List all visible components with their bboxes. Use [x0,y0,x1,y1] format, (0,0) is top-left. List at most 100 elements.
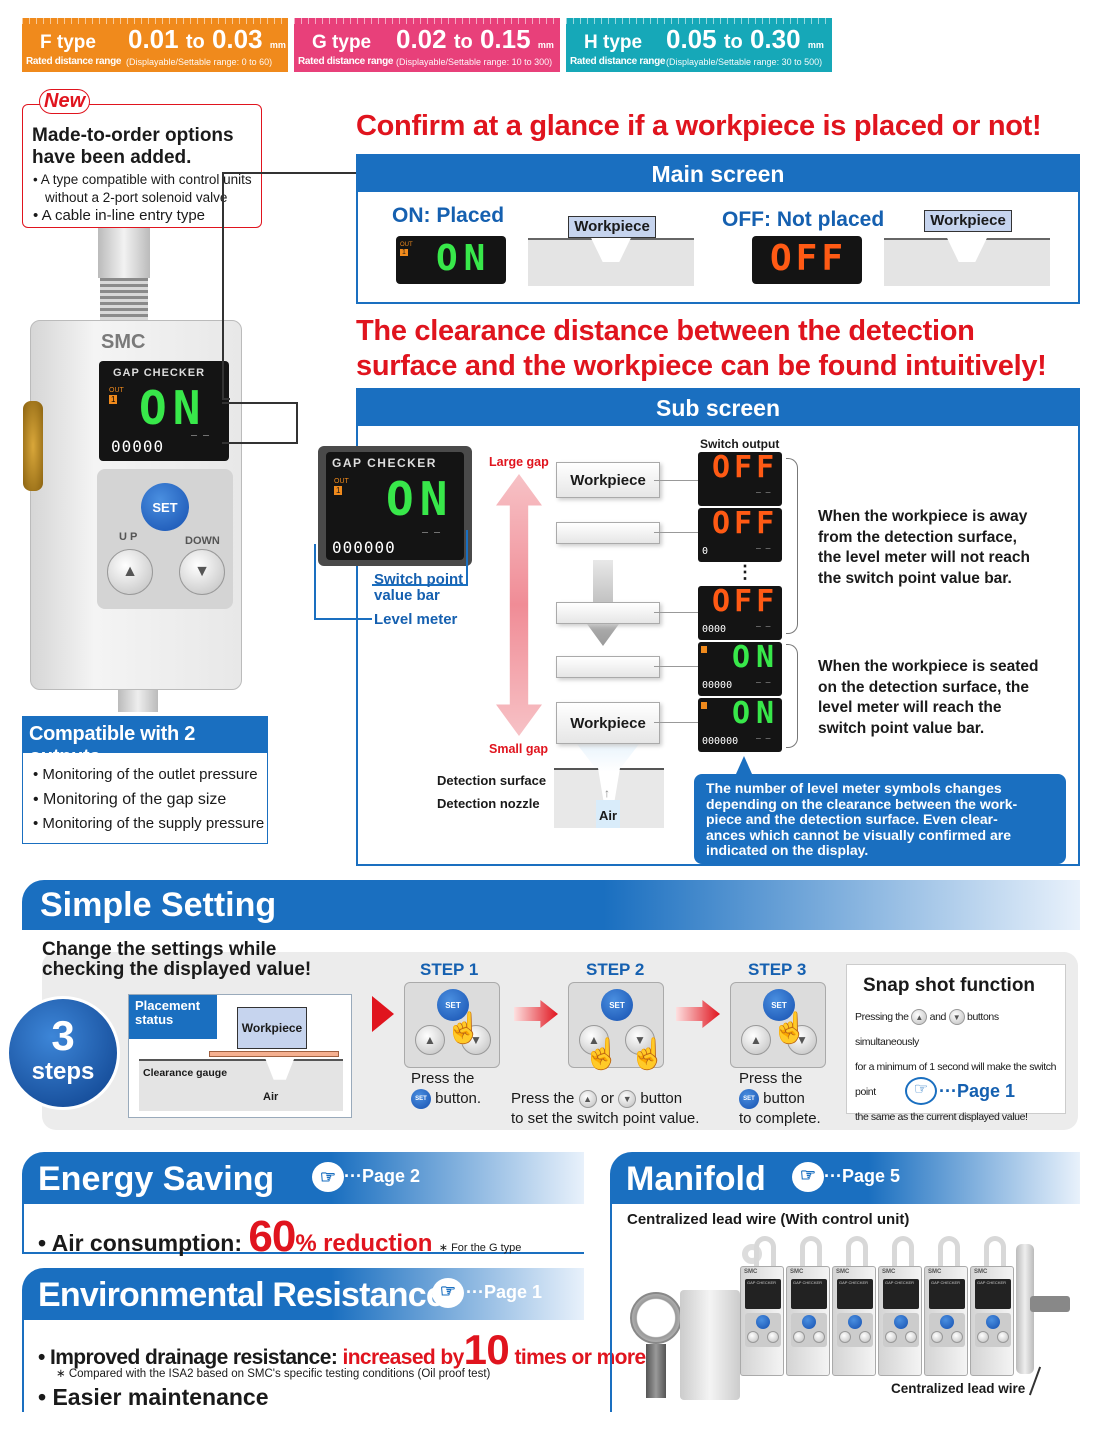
env-bullet-1: • Improved drainage resistance: increase… [38,1326,646,1373]
badge-h-type: H type Rated distance range 0.05 to 0.30… [566,18,832,72]
unit-name: GAP CHECKER [747,1280,777,1285]
out-number: 1 [400,249,408,256]
set-button[interactable]: SET [763,989,795,1021]
snap-shot-box: Snap shot function Pressing the ▲ and ▼ … [846,964,1066,1123]
up-button[interactable] [839,1331,851,1343]
main-screen-panel: Main screen ON: Placed OUT 1 ON Workpiec… [356,154,1080,304]
elbow-fitting [846,1236,868,1266]
manifold-unit: SMC GAP CHECKER [832,1266,876,1376]
sub-device-lcd: GAP CHECKER OUT 1 ON _ _ 000000 [326,452,464,560]
leader-line [222,442,298,444]
badge-f-type: F type Rated distance range 0.01 to 0.03… [22,18,288,72]
sub-level-value: 000000 [332,538,396,557]
unit-name: GAP CHECKER [885,1280,915,1285]
unit-name: GAP CHECKER [931,1280,961,1285]
workpiece-slot-bottom: Workpiece [556,702,660,744]
step3-keypad: SET ▲ ▼ ☝ [730,982,826,1068]
badge-g-type: G type Rated distance range 0.02 to 0.15… [294,18,560,72]
manifold-title: Manifold [626,1160,766,1198]
up-button[interactable] [977,1331,989,1343]
down-button[interactable] [951,1331,963,1343]
down-button[interactable]: ▼ [461,1025,491,1055]
step1-label: STEP 1 [420,960,479,979]
energy-saving-band: Energy Saving ☞ ···Page 2 [22,1152,584,1204]
arrow-right-icon [514,1000,558,1028]
workpiece-slot [556,602,660,624]
headline-clearance: The clearance distance between the detec… [356,315,1047,382]
badge-type: H type [584,32,643,53]
elbow-fitting [892,1236,914,1266]
set-button[interactable] [894,1315,908,1329]
snap-title: Snap shot function [863,975,1036,996]
down-button[interactable]: ▼ [179,549,225,595]
up-button[interactable] [793,1331,805,1343]
off-label: OFF: Not placed [722,208,885,231]
up-button-icon: ▲ [578,1090,597,1109]
display-level: 000000 [702,736,739,747]
out-label: OUT [400,242,413,248]
down-button[interactable] [767,1331,779,1343]
out-indicator [701,646,707,653]
set-button[interactable] [802,1315,816,1329]
arrow-right-icon [372,996,394,1032]
triangle-down-icon: ▼ [194,563,210,580]
step2-text: Press the ▲ or ▼ button to set the switc… [511,1090,700,1127]
display-dash: _ _ [756,540,771,549]
down-button[interactable]: ▼ [625,1025,655,1055]
leader-line [222,402,298,404]
elbow-fitting [754,1236,776,1266]
sub-screen-title: Sub screen [358,390,1078,426]
up-button[interactable]: ▲ [741,1025,771,1055]
on-label: ON: Placed [392,204,505,227]
device-fitting [100,278,148,322]
down-button[interactable] [813,1331,825,1343]
up-button[interactable]: ▲ [107,549,153,595]
off-display: OFF [752,236,862,284]
energy-page-link[interactable]: ···Page 2 [344,1166,421,1186]
up-button[interactable] [747,1331,759,1343]
snap-page-link[interactable]: ···Page 1 [939,1081,1016,1101]
unit-brand: SMC [744,1269,758,1275]
set-button[interactable] [986,1315,1000,1329]
set-button[interactable]: SET [141,483,189,531]
ruler-decoration [22,18,288,24]
manifold-page-link[interactable]: ···Page 5 [824,1166,901,1186]
up-button[interactable] [931,1331,943,1343]
env-page-link[interactable]: ···Page 1 [466,1282,543,1302]
lead-wire [1016,1244,1034,1374]
display-dash: _ _ [756,674,771,683]
down-button[interactable] [859,1331,871,1343]
level-display-5: ON _ _ 000000 [698,696,782,752]
down-button[interactable] [997,1331,1009,1343]
leader-line [222,172,224,398]
leader-line [296,402,298,442]
sub-device: GAP CHECKER OUT 1 ON _ _ 000000 [318,446,472,566]
device-brand: SMC [101,331,146,353]
display-level: 0000 [702,624,727,635]
set-button[interactable] [848,1315,862,1329]
leader-line [466,530,468,586]
up-button[interactable]: ▲ [579,1025,609,1055]
hand-pointer-icon: ☝ [629,1038,667,1071]
down-label: DOWN [185,535,220,547]
unit-lcd: GAP CHECKER [929,1279,965,1309]
device-lcd: GAP CHECKER OUT 1 ON _ _ 00000 [99,361,229,461]
set-button[interactable] [940,1315,954,1329]
on-display: OUT 1 ON [396,236,506,284]
leader-line [372,584,468,586]
section-border [22,1320,24,1412]
sub-display-value: 00000 [111,437,165,456]
up-button[interactable] [885,1331,897,1343]
clearance-gauge-label: Clearance gauge [143,1067,228,1079]
triangle-up-icon: ▲ [588,1033,600,1047]
down-button[interactable] [905,1331,917,1343]
set-button[interactable]: SET [601,989,633,1021]
ruler-decoration [566,18,832,24]
set-button[interactable] [756,1315,770,1329]
set-button[interactable]: SET [437,989,469,1021]
unit-brand: SMC [836,1269,850,1275]
up-button[interactable]: ▲ [415,1025,445,1055]
down-button[interactable]: ▼ [787,1025,817,1055]
